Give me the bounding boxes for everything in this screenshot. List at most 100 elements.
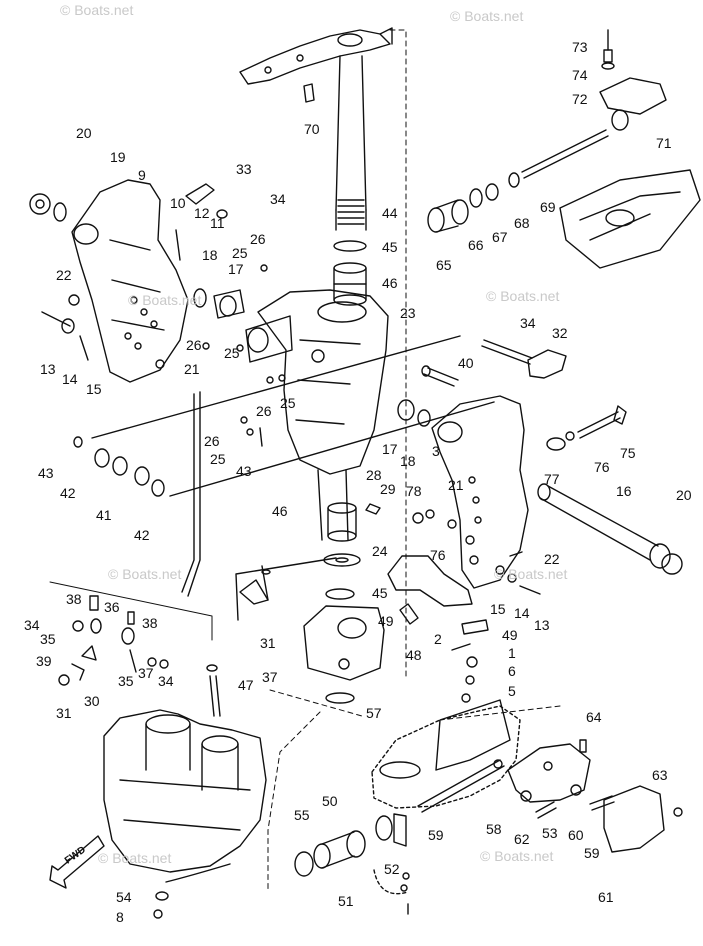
callout-77: 77	[544, 471, 560, 487]
callout-26-mid: 26	[186, 337, 202, 353]
callout-27: 43	[236, 463, 252, 479]
callout-25-top: 25	[232, 245, 248, 261]
callout-75: 75	[620, 445, 636, 461]
lower-mount-housing	[303, 605, 385, 681]
mount-plate	[559, 169, 701, 269]
callout-67: 67	[492, 229, 508, 245]
callout-71: 71	[656, 135, 672, 151]
callout-25-mid: 25	[224, 345, 240, 361]
callout-76-bottom: 76	[430, 547, 446, 563]
callout-46-low: 46	[272, 503, 288, 519]
watermark-6: © Boats.net	[494, 566, 568, 582]
callout-56: 47	[238, 677, 254, 693]
callout-64: 64	[586, 709, 602, 725]
callout-51: 51	[338, 893, 354, 909]
callout-14-right: 14	[514, 605, 530, 621]
callout-2: 2	[434, 631, 442, 647]
callout-72: 72	[572, 91, 588, 107]
callout-9: 9	[138, 167, 146, 183]
callout-21-right: 21	[448, 477, 464, 493]
callout-26-lower: 26	[204, 433, 220, 449]
callout-13-right: 13	[534, 617, 550, 633]
callout-76-top: 76	[594, 459, 610, 475]
bushing-65	[427, 199, 469, 233]
callout-50: 50	[322, 793, 338, 809]
callout-20-right: 20	[676, 487, 692, 503]
callout-29: 29	[380, 481, 396, 497]
forward-arrow-shape	[49, 835, 105, 889]
callout-13-left: 13	[40, 361, 56, 377]
callout-18-right: 18	[400, 453, 416, 469]
callout-17-right: 17	[382, 441, 398, 457]
callout-15-left: 15	[86, 381, 102, 397]
callout-34-top: 34	[270, 191, 286, 207]
callout-68: 68	[514, 215, 530, 231]
callout-15-right: 15	[490, 601, 506, 617]
callout-78: 78	[406, 483, 422, 499]
callout-69: 69	[540, 199, 556, 215]
callout-7: 8	[116, 909, 124, 925]
callout-14-left: 14	[62, 371, 78, 387]
callout-60: 60	[568, 827, 584, 843]
callout-22-right: 22	[544, 551, 560, 567]
callout-73: 73	[572, 39, 588, 55]
upper-bushing	[333, 262, 367, 306]
callout-17-left: 17	[228, 261, 244, 277]
callout-23: 23	[400, 305, 416, 321]
callout-21-left: 21	[184, 361, 200, 377]
watermark-3: © Boats.net	[128, 292, 202, 308]
callout-8: 54	[116, 889, 132, 905]
watermark-2: © Boats.net	[450, 8, 524, 24]
left-clamp-bracket	[71, 179, 189, 383]
swivel-bracket	[245, 289, 389, 541]
callout-42-top: 42	[60, 485, 76, 501]
watermark-7: © Boats.net	[98, 850, 172, 866]
callout-1: 3	[432, 443, 440, 459]
callout-46-top: 46	[382, 275, 398, 291]
callout-52: 52	[384, 861, 400, 877]
callout-49: 48	[406, 647, 422, 663]
watermark-4: © Boats.net	[486, 288, 560, 304]
callout-4: 5	[508, 683, 516, 699]
power-trim-unit	[103, 664, 267, 873]
callout-32: 32	[552, 325, 568, 341]
callout-37: 37	[138, 665, 154, 681]
callout-22-left: 22	[56, 267, 72, 283]
callout-10: 10	[170, 195, 186, 211]
lower-rubber-mount	[313, 830, 366, 869]
callout-5: 6	[508, 663, 516, 679]
callout-43: 43	[38, 465, 54, 481]
callout-45-low: 45	[372, 585, 388, 601]
callout-44: 44	[382, 205, 398, 221]
callout-20-left: 20	[76, 125, 92, 141]
steering-arm	[239, 27, 393, 85]
callout-54: 59	[428, 827, 444, 843]
callout-53: 53	[542, 825, 558, 841]
callout-47: 31	[260, 635, 276, 651]
callout-12: 12	[194, 205, 210, 221]
callout-65: 65	[436, 257, 452, 273]
lower-housing	[371, 699, 521, 809]
right-clamp-bracket	[431, 395, 529, 589]
watermark-5: © Boats.net	[108, 566, 182, 582]
callout-33: 33	[236, 161, 252, 177]
callout-38-left: 38	[66, 591, 82, 607]
callout-57: 37	[262, 669, 278, 685]
callout-26-low: 26	[256, 403, 272, 419]
lower-bushing	[327, 502, 357, 542]
callout-3-left: 49	[378, 613, 394, 629]
callout-48: 57	[366, 705, 382, 721]
tilt-tube	[537, 483, 671, 569]
callout-34-mid: 34	[520, 315, 536, 331]
callout-39: 39	[36, 653, 52, 669]
callout-28: 28	[366, 467, 382, 483]
callout-3-right: 49	[502, 627, 518, 643]
callout-63: 63	[652, 767, 668, 783]
callout-55: 55	[294, 807, 310, 823]
callout-38-right: 38	[142, 615, 158, 631]
callout-66: 66	[468, 237, 484, 253]
callout-24: 24	[372, 543, 388, 559]
callout-35-left: 35	[40, 631, 56, 647]
callout-16: 16	[616, 483, 632, 499]
